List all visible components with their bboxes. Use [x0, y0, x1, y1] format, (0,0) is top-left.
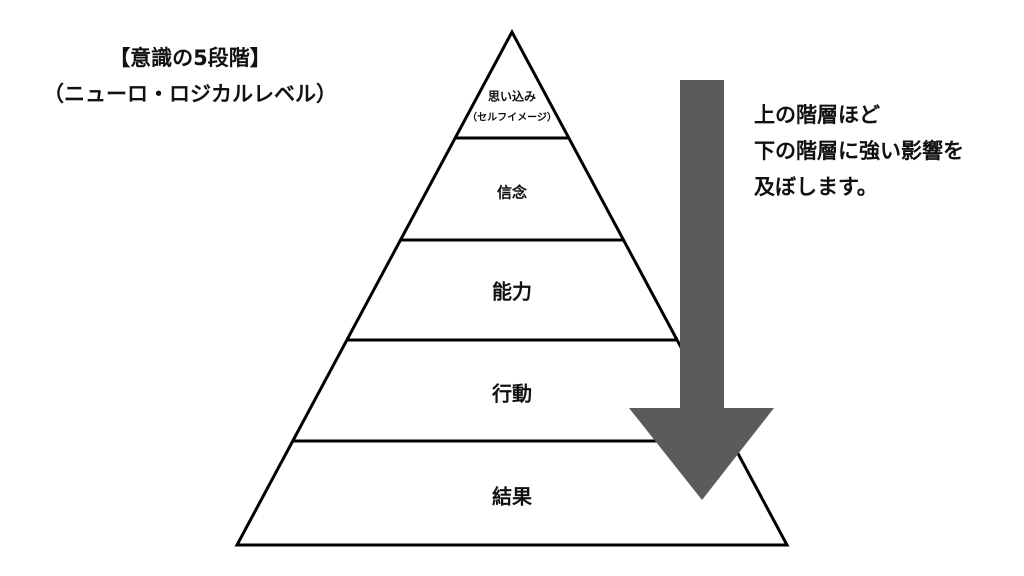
- diagram-subtitle: （ニューロ・ロジカルレベル）: [43, 82, 337, 106]
- level-5-label: 結果: [492, 484, 532, 509]
- note-line-1: 上の階層ほど: [754, 103, 880, 127]
- level-1-sublabel: （セルフイメージ）: [467, 112, 557, 124]
- note-line-2: 下の階層に強い影響を: [754, 139, 964, 163]
- note-line-3: 及ぼします。: [754, 175, 878, 199]
- diagram-title: 【意識の5段階】: [109, 46, 271, 70]
- down-arrow: [629, 80, 774, 500]
- level-4-label: 行動: [492, 381, 532, 406]
- level-3-label: 能力: [492, 279, 532, 304]
- level-2-label: 信念: [496, 183, 528, 202]
- level-1-label: 思い込み: [487, 89, 537, 104]
- influence-note: 上の階層ほど 下の階層に強い影響を 及ぼします。: [754, 97, 964, 205]
